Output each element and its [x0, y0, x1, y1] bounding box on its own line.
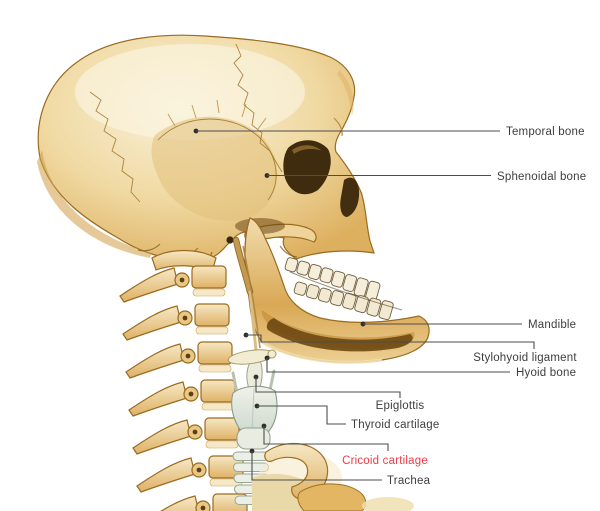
leader-temporal-bone: Temporal bone: [193, 126, 585, 138]
teeth: [284, 257, 403, 321]
vertebra: [160, 493, 248, 511]
label-sphenoidal-bone: Sphenoidal bone: [497, 171, 586, 183]
leader-trachea: Trachea: [249, 448, 431, 487]
forehead-shading: [337, 70, 354, 116]
cranium-highlight: [75, 44, 305, 140]
vertebra: [125, 341, 233, 379]
label-stylohyoid-ligament: Stylohyoid ligament: [473, 352, 577, 364]
label-temporal-bone: Temporal bone: [506, 126, 585, 138]
occipital-shading: [37, 150, 152, 258]
cervical-spine: [119, 249, 248, 511]
skull-cranium: [37, 34, 375, 263]
first-rib: [264, 442, 329, 500]
vertebra: [136, 455, 244, 493]
vertebrae-column: [119, 265, 248, 511]
nasal-aperture: [340, 177, 360, 217]
thyroid-superior-horn-left: [231, 371, 239, 395]
leader-mandible: Mandible: [360, 319, 576, 331]
leader-epiglottis: Epiglottis: [253, 374, 425, 412]
lambdoid-suture: [89, 91, 141, 203]
annotations: Temporal bone Sphenoidal bone Mandible S…: [193, 126, 586, 487]
vertebra: [132, 417, 240, 455]
upper-teeth-row: [284, 257, 381, 302]
stylohyoid-structures: [232, 236, 261, 352]
label-cricoid-cartilage: Cricoid cartilage: [342, 455, 428, 467]
clavicle-hint: [362, 497, 414, 511]
mandible-inner-shadow: [266, 318, 413, 352]
second-rib: [297, 483, 367, 511]
thyroid-cartilage-shape: [231, 385, 278, 436]
stylohyoid-second-cord: [242, 245, 261, 349]
leader-thyroid-cartilage: Thyroid cartilage: [254, 403, 439, 431]
occlusion-line: [289, 271, 403, 311]
leader-stylohyoid-ligament: Stylohyoid ligament: [243, 332, 577, 364]
label-trachea: Trachea: [387, 475, 431, 487]
coronal-suture: [233, 43, 283, 173]
thyroid-superior-horn-right: [268, 369, 276, 392]
orbit-rim-highlight: [292, 145, 322, 154]
leader-hyoid-bone: Hyoid bone: [264, 355, 576, 379]
leader-cricoid-cartilage: Cricoid cartilage: [261, 423, 428, 467]
cricoid-cartilage-shape: [236, 427, 271, 450]
label-mandible: Mandible: [528, 319, 576, 331]
orbit: [283, 140, 331, 195]
hyoid-body: [267, 349, 277, 359]
ear-canal: [226, 236, 234, 244]
styloid-process: [233, 237, 253, 295]
laryngeal-prominence-line: [251, 387, 255, 433]
label-epiglottis: Epiglottis: [376, 400, 425, 412]
label-hyoid-bone: Hyoid bone: [516, 367, 576, 379]
vertebra: [122, 303, 230, 341]
vertebra: [119, 265, 227, 303]
leader-sphenoidal-bone: Sphenoidal bone: [264, 171, 586, 183]
squamosal-suture: [157, 118, 277, 201]
label-thyroid-cartilage: Thyroid cartilage: [351, 419, 439, 431]
mandible-lower-rim-highlight: [261, 340, 383, 364]
temporal-fossa-region: [151, 116, 278, 221]
brow-ridge: [333, 117, 343, 137]
shoulder-bones: [252, 442, 414, 511]
vertebra: [128, 379, 236, 417]
stylohyoid-ligament-cord: [248, 290, 258, 352]
